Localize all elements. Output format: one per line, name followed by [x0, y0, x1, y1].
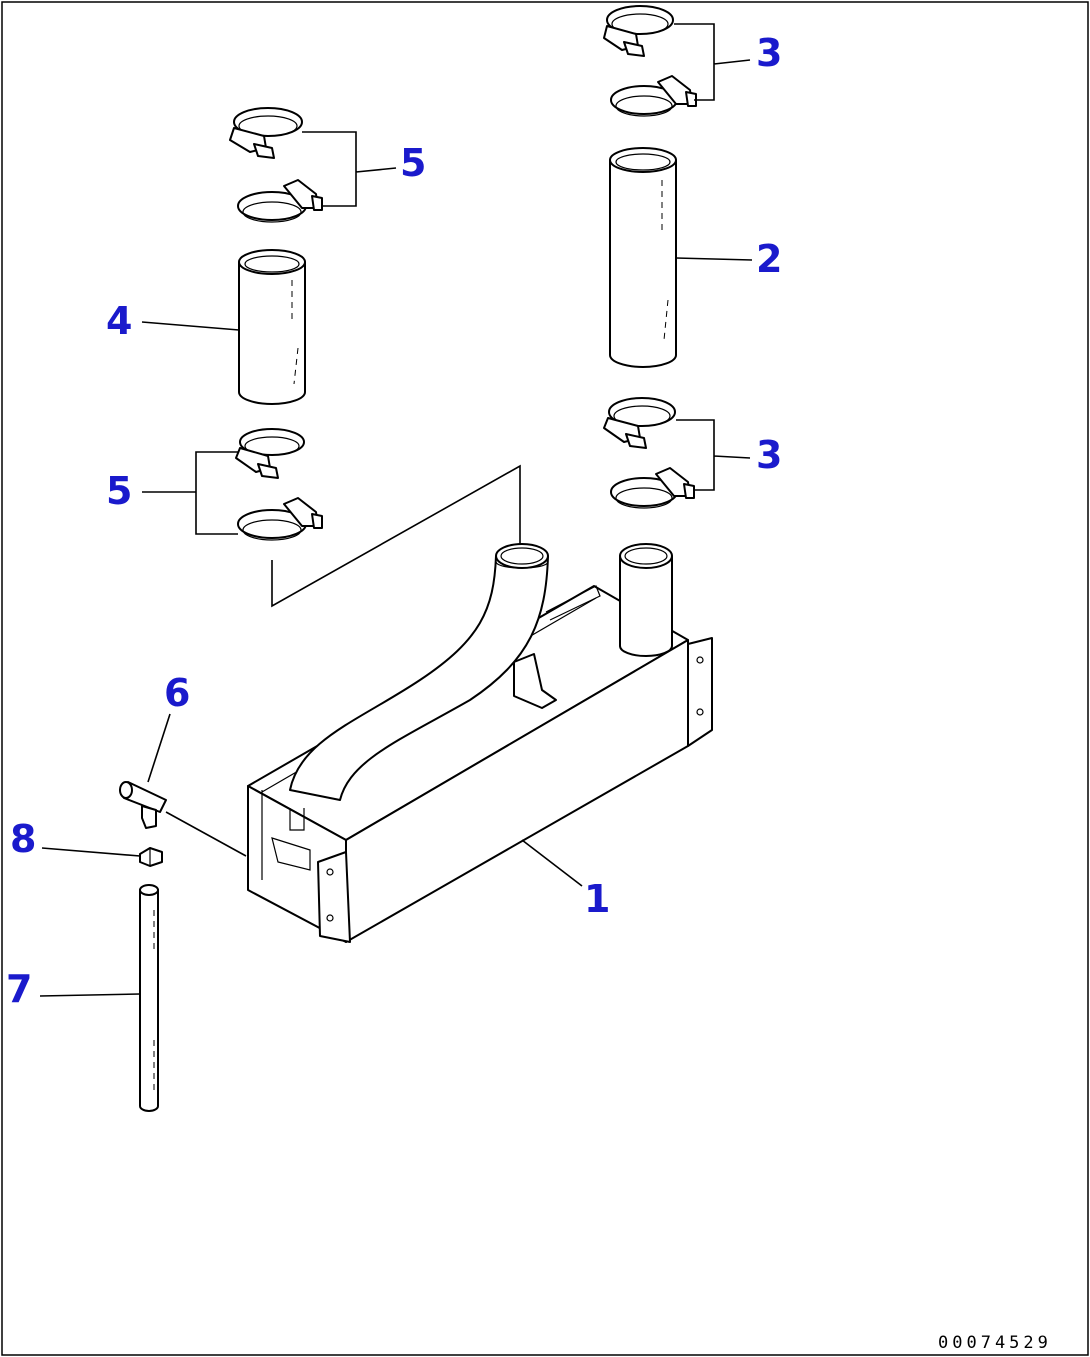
- installation-line-6: [165, 811, 247, 857]
- leader-3-top: [674, 23, 751, 101]
- callout-5-bottom: 5: [106, 469, 132, 513]
- callout-6: 6: [164, 671, 190, 715]
- installation-line-left: [271, 464, 521, 608]
- nut-8[interactable]: [139, 847, 163, 867]
- callout-1: 1: [584, 877, 610, 921]
- callout-5-top: 5: [400, 141, 426, 185]
- leader-2: [675, 257, 753, 261]
- leader-5-bottom: [142, 451, 238, 535]
- hose-clamp-pair-bottom-left[interactable]: [235, 428, 323, 541]
- callout-4: 4: [106, 299, 132, 343]
- leader-8: [41, 847, 141, 857]
- leader-7: [39, 993, 141, 997]
- leader-5-top: [302, 131, 397, 207]
- fitting-6[interactable]: [119, 781, 167, 829]
- callout-8: 8: [10, 817, 36, 861]
- leader-6: [147, 713, 171, 783]
- hose-2[interactable]: [609, 147, 677, 368]
- hose-clamp-pair-top-left[interactable]: [229, 107, 323, 223]
- drawing-number: 00074529: [938, 1333, 1052, 1353]
- tube-7[interactable]: [139, 884, 159, 1112]
- hose-clamp-pair-bottom-right[interactable]: [603, 397, 695, 509]
- callout-3-bottom: 3: [756, 433, 782, 477]
- leader-4: [141, 321, 240, 331]
- callout-3-top: 3: [756, 31, 782, 75]
- callout-7: 7: [6, 967, 32, 1011]
- leader-1: [521, 839, 583, 887]
- aftercooler-1[interactable]: [247, 543, 713, 943]
- callout-2: 2: [756, 237, 782, 281]
- hose-4[interactable]: [238, 249, 306, 405]
- leader-3-bottom: [676, 419, 751, 491]
- hose-clamp-pair-top-right[interactable]: [603, 5, 697, 117]
